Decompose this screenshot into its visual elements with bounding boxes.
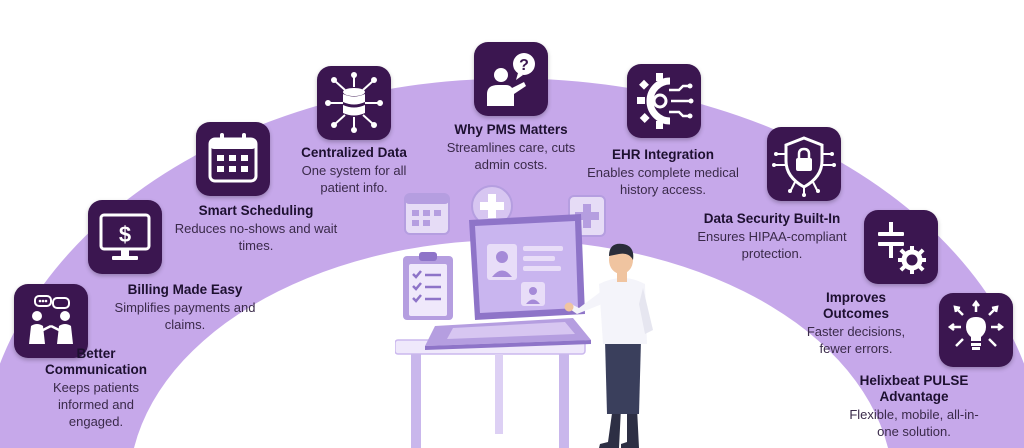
label-centralized-data: Centralized Data One system for all pati…	[289, 145, 419, 196]
chat-people-icon	[14, 284, 88, 358]
calendar-icon	[196, 122, 270, 196]
dollar-monitor-icon: $	[88, 200, 162, 274]
feature-title: Better Communication	[44, 346, 147, 377]
database-network-icon	[317, 66, 391, 140]
label-ehr-integration: EHR Integration Enables complete medical…	[573, 147, 753, 198]
label-improves-outcomes: Improves Outcomes Faster decisions, fewe…	[801, 290, 911, 357]
clipboard-icon	[403, 252, 453, 320]
doctor-laptop-illustration	[395, 185, 653, 448]
doctor-figure	[564, 243, 653, 448]
label-billing-made-easy: Billing Made Easy Simplifies payments an…	[95, 282, 275, 333]
label-helixbeat-pulse: Helixbeat PULSE Advantage Flexible, mobi…	[834, 373, 994, 440]
feature-title: Billing Made Easy	[127, 282, 243, 297]
feature-desc: Keeps patients informed and engaged.	[52, 380, 139, 429]
feature-title: Improves Outcomes	[822, 290, 890, 321]
feature-desc: Ensures HIPAA-compliant protection.	[697, 229, 847, 261]
person-question-icon: ?	[474, 42, 548, 116]
label-data-security: Data Security Built-In Ensures HIPAA-com…	[687, 211, 857, 262]
feature-desc: Enables complete medical history access.	[587, 165, 739, 197]
feature-title: Centralized Data	[301, 145, 407, 160]
svg-text:?: ?	[519, 57, 529, 74]
feature-title: Data Security Built-In	[703, 211, 841, 226]
feature-desc: Reduces no-shows and wait times.	[174, 221, 338, 253]
shield-lock-icon	[767, 127, 841, 201]
feature-title: EHR Integration	[611, 147, 714, 162]
desk	[395, 339, 586, 448]
label-better-communication: Better Communication Keeps patients info…	[36, 346, 156, 430]
sliders-gear-icon	[864, 210, 938, 284]
laptop	[425, 214, 591, 350]
center-title: Why PMS Matters	[454, 122, 568, 137]
lightbulb-arrows-icon	[939, 293, 1013, 367]
label-smart-scheduling: Smart Scheduling Reduces no-shows and wa…	[171, 203, 341, 254]
feature-desc: Faster decisions, fewer errors.	[806, 324, 906, 356]
feature-desc: Flexible, mobile, all-in-one solution.	[849, 407, 979, 439]
feature-desc: Simplifies payments and claims.	[114, 300, 256, 332]
floating-calendar-icon	[404, 193, 450, 235]
gear-circuit-icon	[627, 64, 701, 138]
svg-text:$: $	[119, 222, 131, 247]
center-desc: Streamlines care, cuts admin costs.	[446, 140, 576, 172]
feature-desc: One system for all patient info.	[301, 163, 407, 195]
feature-title: Smart Scheduling	[198, 203, 314, 218]
label-why-pms-matters: Why PMS Matters Streamlines care, cuts a…	[436, 122, 586, 173]
feature-title: Helixbeat PULSE Advantage	[859, 373, 969, 404]
